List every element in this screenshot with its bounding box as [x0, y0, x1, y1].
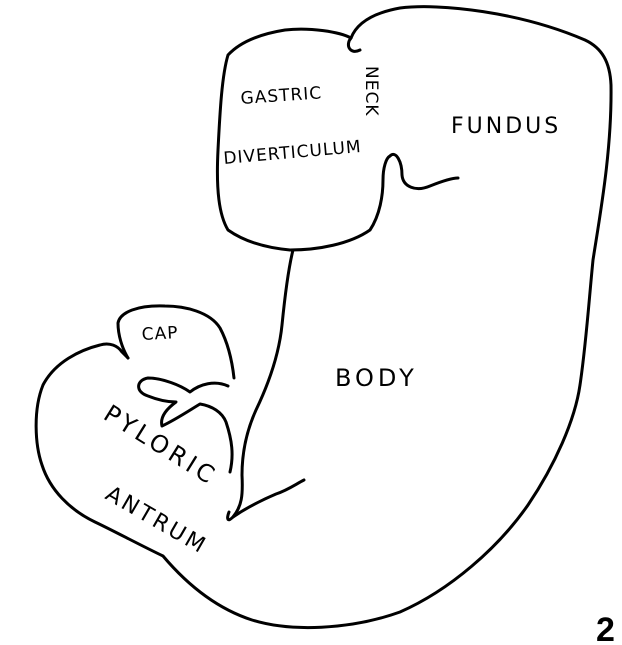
label-gastric: GASTRIC — [240, 83, 323, 109]
lesser-curvature — [228, 250, 293, 520]
figure-number: 2 — [596, 611, 615, 645]
label-neck: NECK — [361, 66, 381, 116]
label-body: BODY — [335, 364, 418, 392]
label-pyloric: PYLORIC — [99, 399, 223, 491]
label-antrum: ANTRUM — [101, 482, 212, 560]
neck-notch — [348, 38, 360, 51]
label-fundus: FUNDUS — [451, 114, 561, 139]
diverticulum-outline — [217, 29, 390, 250]
label-cap: CAP — [141, 323, 179, 345]
fundus-inner-edge — [390, 154, 458, 188]
label-diverticulum: DIVERTICULUM — [223, 137, 363, 169]
